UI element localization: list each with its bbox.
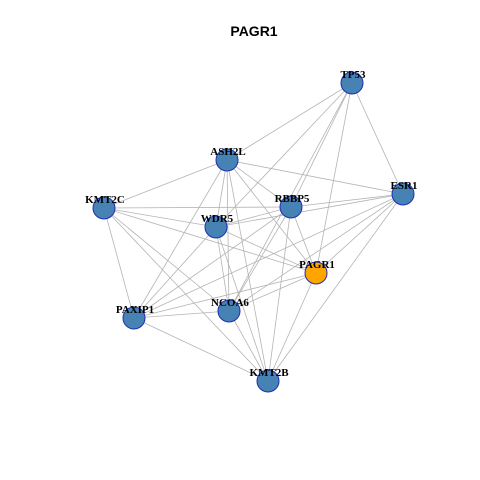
edge-pagr1-ncoa6 (228, 272, 317, 312)
node-tp53[interactable] (340, 71, 364, 95)
edge-rbbp5-ncoa6 (228, 206, 292, 312)
edge-ash2l-pagr1 (226, 159, 317, 274)
edge-wdr5-kmt2b (215, 226, 269, 382)
edge-wdr5-ncoa6 (215, 226, 230, 312)
edge-rbbp5-paxip1 (133, 206, 292, 319)
edge-rbbp5-kmt2b (267, 206, 292, 382)
node-label-ash2l: ASH2L (210, 146, 245, 158)
node-label-esr1: ESR1 (391, 180, 418, 192)
edge-kmt2c-rbbp5 (103, 206, 292, 209)
edge-ash2l-kmt2b (226, 159, 269, 382)
node-wdr5[interactable] (204, 215, 228, 239)
node-paxip1[interactable] (122, 306, 146, 330)
node-pagr1[interactable] (304, 261, 328, 285)
edge-tp53-rbbp5 (290, 82, 353, 208)
edge-tp53-wdr5 (215, 82, 353, 228)
node-label-ncoa6: NCOA6 (211, 297, 249, 309)
edge-ncoa6-kmt2b (228, 310, 269, 382)
edge-wdr5-pagr1 (215, 226, 317, 274)
edge-kmt2c-ncoa6 (103, 207, 230, 312)
edge-kmt2c-paxip1 (103, 207, 135, 319)
edge-esr1-pagr1 (315, 193, 404, 274)
edge-wdr5-esr1 (215, 193, 404, 228)
node-esr1[interactable] (391, 182, 415, 206)
edge-kmt2c-kmt2b (103, 207, 269, 382)
node-label-paxip1: PAXIP1 (116, 304, 154, 316)
edge-ash2l-ncoa6 (226, 159, 230, 312)
edge-tp53-ash2l (226, 82, 353, 161)
edge-esr1-ncoa6 (228, 193, 404, 312)
edge-kmt2c-pagr1 (103, 207, 317, 274)
edge-paxip1-kmt2b (133, 317, 269, 382)
node-kmt2c[interactable] (92, 196, 116, 220)
edge-esr1-kmt2b (267, 193, 404, 382)
node-ash2l[interactable] (215, 148, 239, 172)
edge-esr1-paxip1 (133, 193, 404, 319)
edge-wdr5-paxip1 (133, 226, 217, 319)
node-label-wdr5: WDR5 (201, 213, 234, 225)
node-label-rbbp5: RBBP5 (275, 193, 310, 205)
node-label-kmt2c: KMT2C (85, 194, 125, 206)
edge-ash2l-rbbp5 (226, 159, 292, 208)
node-ncoa6[interactable] (217, 299, 241, 323)
edge-kmt2c-wdr5 (103, 207, 217, 228)
node-label-tp53: TP53 (340, 69, 366, 81)
edge-ash2l-esr1 (226, 159, 404, 195)
edge-rbbp5-esr1 (290, 193, 404, 208)
edge-layer (103, 82, 404, 382)
node-layer (92, 71, 415, 393)
edge-rbbp5-wdr5 (215, 206, 292, 228)
edge-tp53-pagr1 (315, 82, 353, 274)
edge-ash2l-kmt2c (103, 159, 228, 209)
edge-ash2l-paxip1 (133, 159, 228, 319)
node-kmt2b[interactable] (256, 369, 280, 393)
edge-tp53-esr1 (351, 82, 404, 195)
node-label-kmt2b: KMT2B (249, 367, 289, 379)
node-rbbp5[interactable] (279, 195, 303, 219)
edge-pagr1-paxip1 (133, 272, 317, 319)
edge-pagr1-kmt2b (267, 272, 317, 382)
node-label-pagr1: PAGR1 (299, 259, 335, 271)
edge-paxip1-ncoa6 (133, 310, 230, 319)
graph-title: PAGR1 (230, 23, 277, 39)
